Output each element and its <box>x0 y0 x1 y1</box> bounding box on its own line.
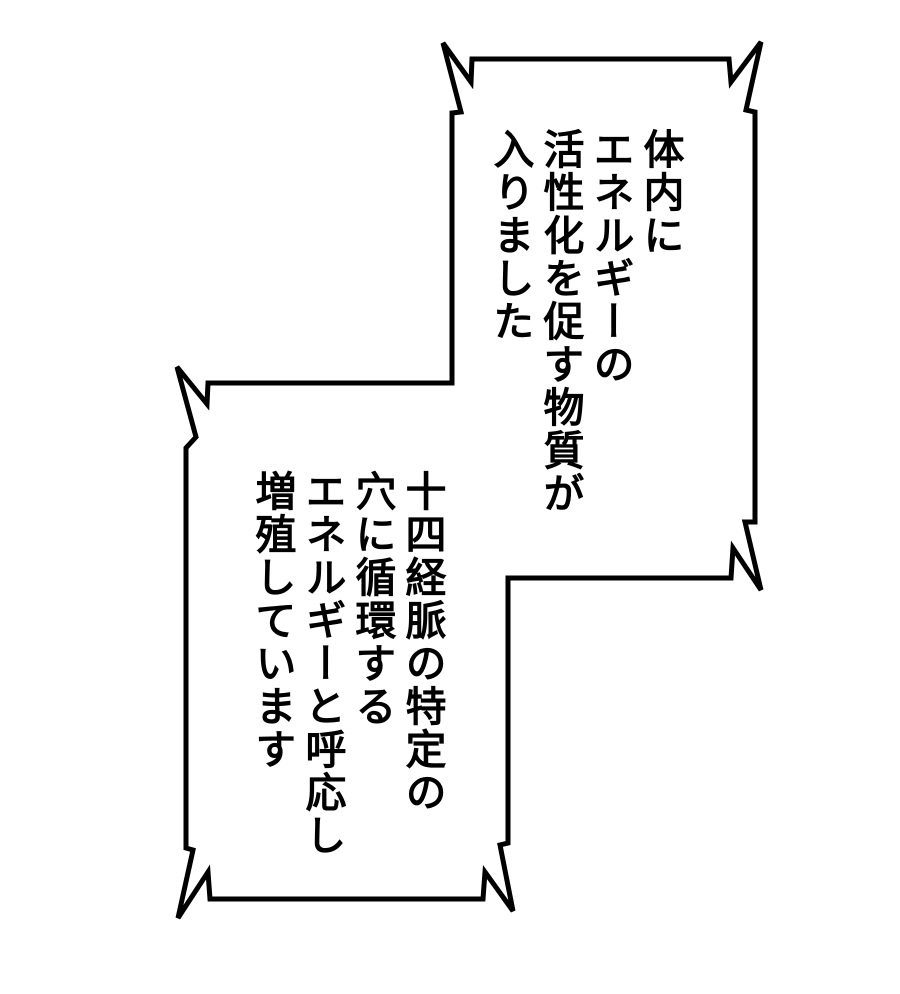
bottom-text-line-3: エネルギーと呼応し <box>298 470 346 857</box>
top-text-line-4: 入りました <box>486 128 534 343</box>
top-text-line-3: 活性化を促す物質が <box>536 128 584 515</box>
top-text-line-1: 体内に <box>636 128 684 257</box>
top-text-line-2: エネルギーの <box>586 128 634 386</box>
bottom-text-line-4: 増殖しています <box>248 470 296 771</box>
bottom-text-line-1: 十四経脈の特定の <box>398 470 446 814</box>
speech-bubble-outline <box>174 40 764 920</box>
bottom-text-line-2: 穴に循環する <box>348 470 396 728</box>
